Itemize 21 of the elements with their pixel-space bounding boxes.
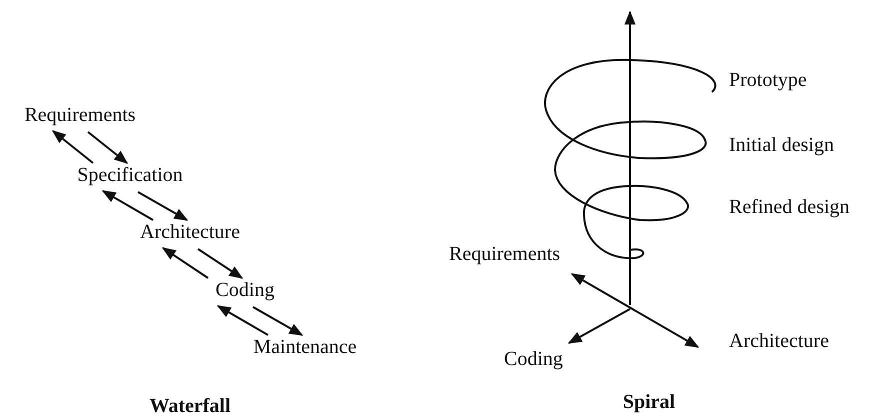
arrow [216, 305, 268, 336]
arrow [52, 130, 94, 164]
arrow [162, 247, 209, 279]
arrow [138, 191, 188, 221]
diagram-caption: Spiral [622, 391, 676, 413]
stage-label: Architecture [140, 221, 240, 243]
axis-label: Prototype [729, 69, 807, 91]
stage-label: Specification [77, 164, 183, 186]
axis-label: Initial design [729, 134, 834, 156]
stage-label: Coding [216, 279, 274, 301]
arrow [102, 190, 154, 221]
axis-label: Coding [504, 348, 563, 370]
axis-label: Refined design [729, 196, 850, 218]
stage-label: Requirements [24, 104, 136, 126]
axis-label: Requirements [449, 243, 560, 265]
arrow [87, 131, 128, 164]
diagram-caption: Waterfall [149, 395, 231, 417]
arrow [197, 248, 244, 279]
arrow [252, 306, 304, 336]
axis-label: Architecture [729, 330, 829, 352]
stage-label: Maintenance [253, 336, 357, 358]
